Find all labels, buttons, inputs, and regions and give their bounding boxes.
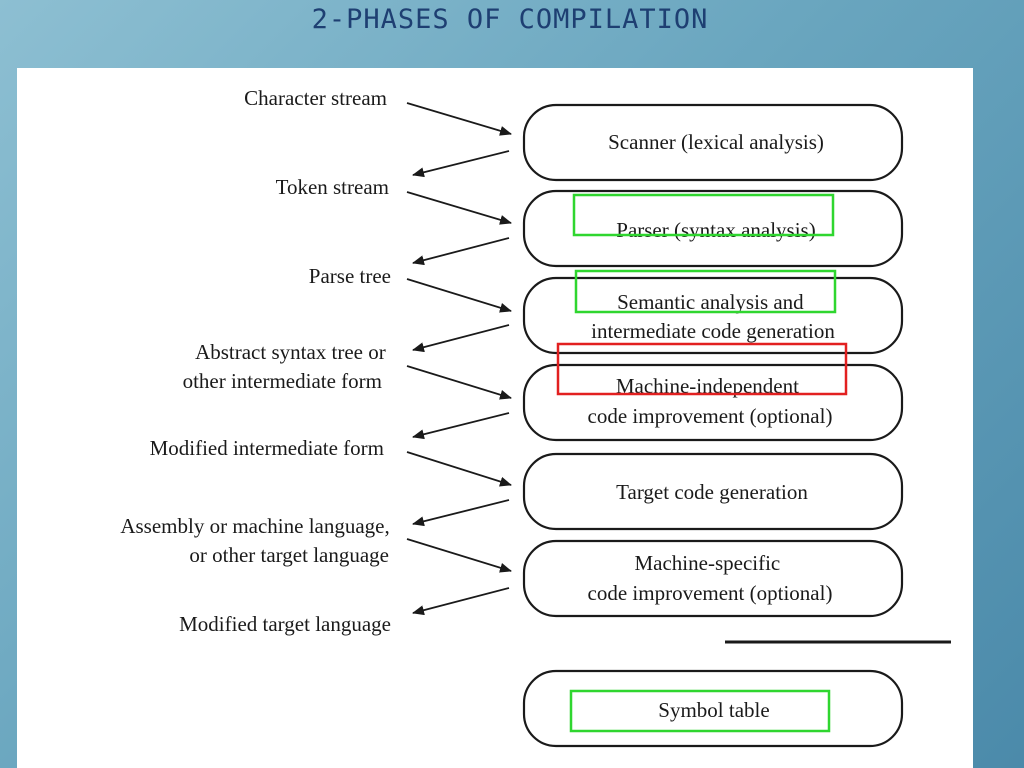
phase-text-target-code: Target code generation bbox=[616, 480, 808, 504]
arrow-into-target-code bbox=[406, 451, 512, 487]
diagram-panel: Character stream Token stream Parse tree… bbox=[17, 68, 973, 768]
stream-label-token: Token stream bbox=[276, 175, 389, 199]
stream-label-modified-intermediate: Modified intermediate form bbox=[150, 436, 384, 460]
phase-box-machine-specific bbox=[522, 539, 904, 618]
highlight-symbol-table bbox=[569, 689, 831, 733]
arrow-out-parse-tree bbox=[412, 237, 510, 266]
highlight-semantic bbox=[574, 269, 837, 314]
arrow-into-machine-specific bbox=[406, 538, 512, 573]
phase-box-machine-independent bbox=[522, 363, 904, 442]
arrow-into-machine-independent bbox=[406, 365, 512, 400]
stream-label-assembly: Assembly or machine language, or other t… bbox=[120, 514, 395, 567]
arrow-into-scanner bbox=[406, 102, 512, 136]
slide-title: 2-PHASES OF COMPILATION bbox=[311, 4, 709, 35]
phase-text-scanner: Scanner (lexical analysis) bbox=[608, 130, 824, 154]
arrow-into-parser bbox=[406, 191, 512, 225]
phase-box-scanner bbox=[522, 103, 904, 182]
stream-label-parse-tree: Parse tree bbox=[309, 264, 391, 288]
phase-text-machine-specific: Machine-specific code improvement (optio… bbox=[588, 551, 833, 605]
arrow-into-semantic bbox=[406, 278, 512, 313]
phase-box-target-code bbox=[522, 452, 904, 531]
arrow-out-modified-target bbox=[412, 587, 510, 616]
stream-label-character: Character stream bbox=[244, 86, 387, 110]
phase-text-parser: Parser (syntax analysis) bbox=[616, 218, 815, 242]
phase-box-parser bbox=[522, 189, 904, 268]
stream-label-ast: Abstract syntax tree or other intermedia… bbox=[183, 340, 391, 393]
arrow-out-assembly bbox=[412, 499, 510, 527]
arrow-out-modified-intermediate bbox=[412, 412, 510, 440]
highlight-parser bbox=[572, 193, 835, 237]
arrow-out-token-stream bbox=[412, 150, 510, 178]
compilation-phases-diagram: Character stream Token stream Parse tree… bbox=[120, 86, 951, 748]
phase-text-semantic: Semantic analysis and intermediate code … bbox=[591, 290, 835, 343]
phase-box-semantic bbox=[522, 276, 904, 355]
symbol-table-text: Symbol table bbox=[658, 698, 769, 722]
arrow-out-ast bbox=[412, 324, 510, 353]
highlight-machine-independent bbox=[556, 342, 848, 396]
stream-label-modified-target: Modified target language bbox=[179, 612, 391, 636]
